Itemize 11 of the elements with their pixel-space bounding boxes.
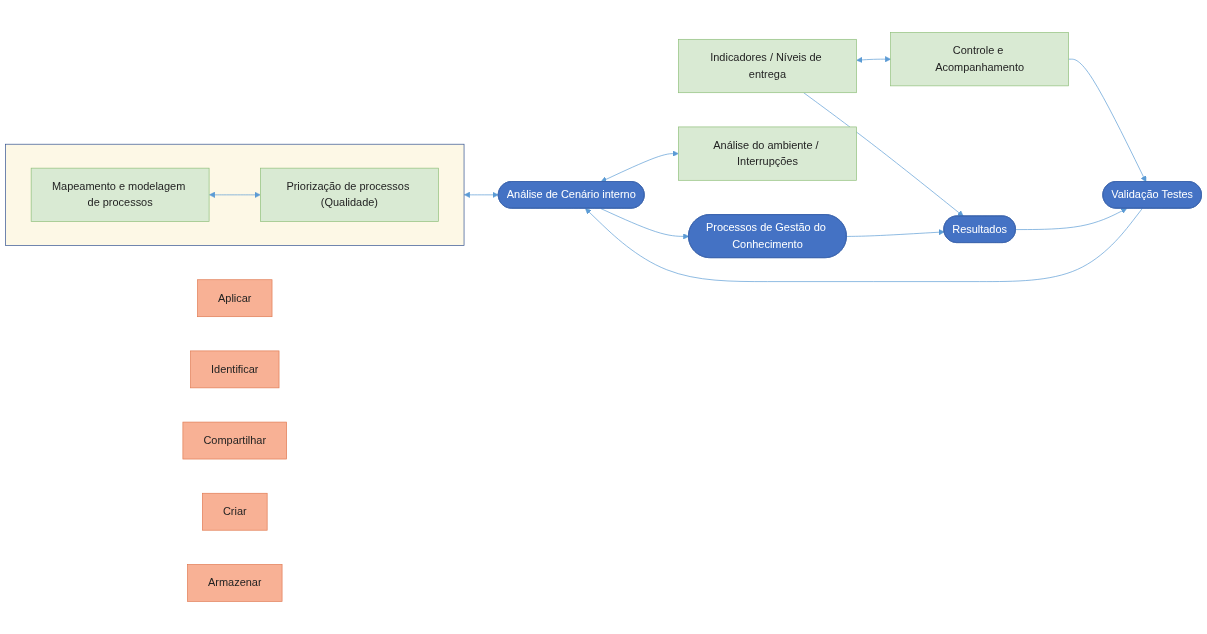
node-box: Armazenar: [187, 564, 283, 602]
node-box: Priorização de processos (Qualidade): [260, 167, 439, 222]
node-box: Mapeamento e modelagem de processos: [30, 167, 210, 222]
node-box: Controle e Acompanhamento: [890, 32, 1069, 87]
cluster: [5, 143, 465, 246]
node-box: Aplicar: [197, 279, 273, 318]
node-box: Indicadores / Níveis de entrega: [678, 39, 857, 94]
node-box: Identificar: [190, 350, 280, 389]
node-box: Criar: [202, 493, 268, 531]
node-box: Compartilhar: [182, 421, 287, 460]
node-box: Análise do ambiente / Interrupções: [678, 126, 857, 181]
